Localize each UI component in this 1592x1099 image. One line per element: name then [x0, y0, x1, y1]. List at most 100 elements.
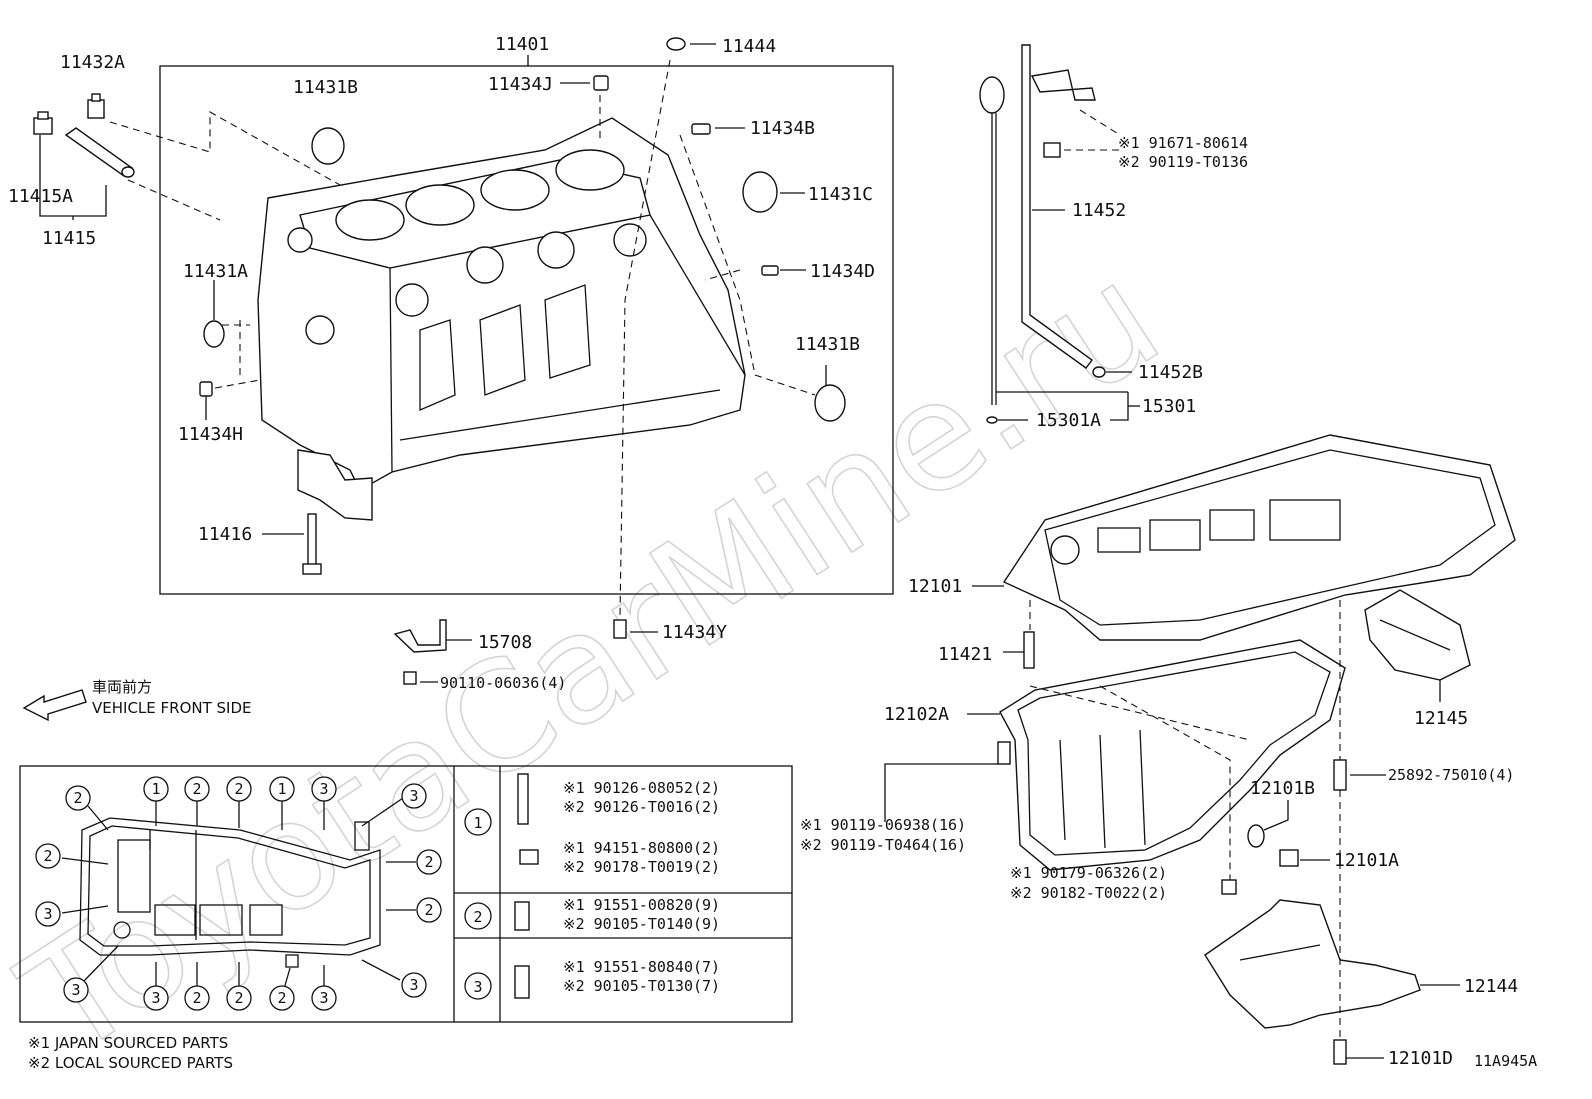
label-90182-T0022: ※2 90182-T0022(2) [1010, 884, 1167, 902]
part-11434Y-pin[interactable] [613, 619, 627, 639]
label-11401: 11401 [495, 34, 549, 55]
oil-pan-labels: 12101 11421 12102A 12145 ※1 90119-06938(… [800, 576, 1537, 1070]
bolt-callout-left-1-text: 2 [43, 847, 52, 865]
label-90119-T0136: ※2 90119-T0136 [1118, 153, 1248, 171]
bolt-callout-left-1 [35, 843, 61, 869]
part-11452B-oring[interactable] [1092, 366, 1106, 378]
part-11434D-pin[interactable] [761, 265, 779, 276]
part-11444-seal[interactable] [666, 37, 686, 51]
part-12101-upper-oil-pan[interactable] [1002, 434, 1516, 641]
part-12102A-lower-oil-pan[interactable] [999, 639, 1346, 871]
cylinder-block-11401[interactable] [257, 117, 746, 521]
bolt-callout-bottom-4 [269, 985, 295, 1011]
bolt-callout-top-6 [311, 776, 337, 802]
legend-row-2-part-a: ※1 91551-00820(9) [563, 896, 720, 914]
block-leader-lines [109, 59, 816, 616]
part-11452-guide-tube[interactable] [1021, 44, 1096, 369]
bolt-callout-bottom-3-text: 2 [234, 989, 243, 1007]
bolt-callout-left-2-text: 3 [43, 905, 52, 923]
legend-row-1-part-2a: ※1 94151-80800(2) [563, 839, 720, 857]
bolt-callout-top-7-text: 3 [409, 787, 418, 805]
leaders-oil-pan [884, 585, 1460, 1059]
label-11432A: 11432A [60, 52, 125, 73]
leaders-dipstick [996, 109, 1140, 421]
part-90119-06938-bolt[interactable] [997, 741, 1011, 765]
part-15301A-oring[interactable] [986, 416, 998, 424]
vehicle-front-indicator: 車両前方 VEHICLE FRONT SIDE [22, 678, 252, 722]
bolt-icon [514, 965, 530, 999]
label-11415: 11415 [42, 228, 96, 249]
part-11434B-pin[interactable] [691, 123, 711, 135]
part-12101D-bolt[interactable] [1333, 1039, 1347, 1065]
bolt-callout-top-3 [184, 776, 210, 802]
legend-row-2: 2 ※1 91551-00820(9) ※2 90105-T0140(9) [464, 896, 720, 933]
label-11416: 11416 [198, 524, 252, 545]
bolt-callout-left-3 [63, 977, 89, 1003]
part-15301-dipstick[interactable] [979, 76, 1005, 405]
label-12145: 12145 [1414, 708, 1468, 729]
legend-row-3-part-a: ※1 91551-80840(7) [563, 958, 720, 976]
label-11415A: 11415A [8, 186, 73, 207]
part-12101A-plug[interactable] [1279, 849, 1299, 867]
part-15708-oil-jet[interactable] [393, 619, 447, 653]
part-11415A-fitting[interactable] [33, 111, 53, 135]
part-91671-bolt[interactable] [1043, 142, 1061, 158]
bolt-callout-bottom-3 [226, 985, 252, 1011]
bolt-callout-right-1-text: 2 [424, 853, 433, 871]
part-11415-pipe[interactable] [64, 127, 135, 178]
label-91671-80614: ※1 91671-80614 [1118, 134, 1248, 152]
label-11431C: 11431C [808, 184, 873, 205]
legend-row-3: 3 ※1 91551-80840(7) ※2 90105-T0130(7) [464, 958, 720, 1000]
label-11431A: 11431A [183, 261, 248, 282]
bolt-callout-bottom-1 [143, 985, 169, 1011]
bolt-callout-top-2 [143, 776, 169, 802]
bolt-callout-bottom-5 [311, 985, 337, 1011]
bolt-callout-top-2-text: 1 [151, 780, 160, 798]
bolt-callout-top-5-text: 1 [277, 780, 286, 798]
part-11434J-pin[interactable] [593, 75, 609, 91]
label-15301: 15301 [1142, 396, 1196, 417]
part-11416-bolt[interactable] [302, 513, 322, 575]
part-11431C-plug[interactable] [742, 171, 778, 213]
label-90119-T0464: ※2 90119-T0464(16) [800, 836, 966, 854]
diagram-code: 11A945A [1474, 1052, 1537, 1070]
part-90110-bolt[interactable] [403, 671, 417, 685]
part-25892-bolt[interactable] [1333, 759, 1347, 791]
part-12145-oil-strainer[interactable] [1364, 589, 1471, 681]
bolt-callout-right-1 [416, 849, 442, 875]
legend-key-3-text: 3 [473, 978, 482, 996]
bolt-callout-right-2-text: 2 [424, 901, 433, 919]
footnote-local: ※2 LOCAL SOURCED PARTS [28, 1054, 233, 1072]
label-12101A: 12101A [1334, 850, 1399, 871]
bolt-callout-right-2 [416, 897, 442, 923]
label-90179-06326: ※1 90179-06326(2) [1010, 864, 1167, 882]
legend-key-2-text: 2 [473, 908, 482, 926]
part-11421-stud[interactable] [1023, 631, 1035, 669]
bolt-callout-bottom-2-text: 2 [192, 989, 201, 1007]
bolt-callout-top-4-text: 2 [234, 780, 243, 798]
legend-frame [19, 765, 793, 1023]
bolt-callout-top-1 [65, 785, 91, 811]
dipstick-labels: ※1 91671-80614 ※2 90119-T0136 11452 1145… [1036, 134, 1248, 431]
label-15708: 15708 [478, 632, 532, 653]
legend-row-2-part-b: ※2 90105-T0140(9) [563, 915, 720, 933]
part-11431B-seal-right[interactable] [814, 384, 846, 422]
legend-key-1-text: 1 [473, 814, 482, 832]
part-12101B-gasket[interactable] [1247, 824, 1265, 848]
bolt-callout-top-6-text: 3 [319, 780, 328, 798]
part-11432A-plug[interactable] [87, 93, 105, 119]
label-15301A: 15301A [1036, 410, 1101, 431]
direction-jp: 車両前方 [92, 678, 152, 696]
legend-key-1 [464, 808, 492, 836]
part-12144-baffle-plate[interactable] [1204, 899, 1421, 1029]
part-11434H-pin[interactable] [199, 381, 213, 397]
legend-row-1-part-2b: ※2 90178-T0019(2) [563, 858, 720, 876]
front-arrow-icon [22, 689, 87, 722]
part-11431A-plug[interactable] [203, 320, 225, 348]
part-90179-nut[interactable] [1221, 879, 1237, 895]
label-90110-06036: 90110-06036(4) [440, 674, 566, 692]
block-labels: 11401 11444 11432A 11434J 11431B 11434B … [8, 34, 875, 692]
part-11431B-plug-top[interactable] [311, 127, 345, 165]
